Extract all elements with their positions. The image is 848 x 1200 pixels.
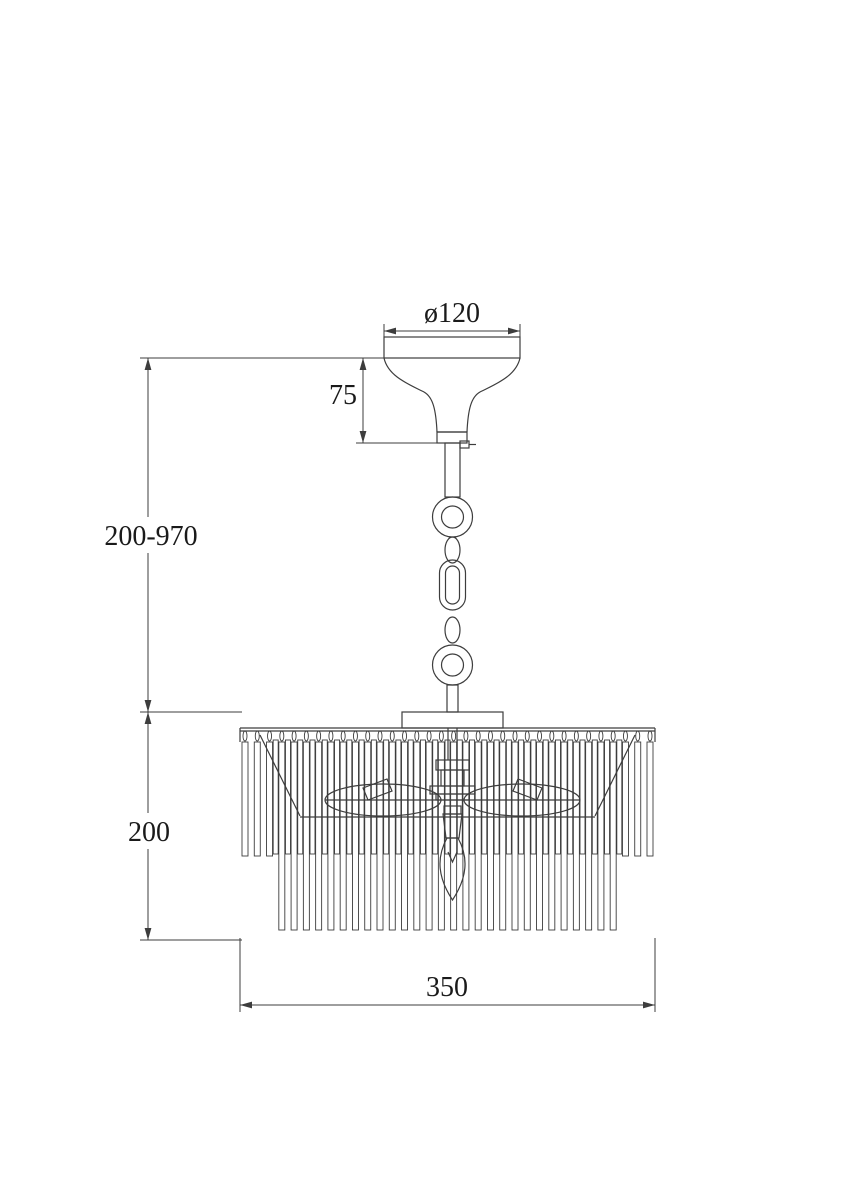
bulb-filament	[447, 851, 458, 864]
set-screw	[459, 440, 470, 449]
dimension-shade-diameter: 350	[239, 938, 656, 1012]
arrowhead	[144, 358, 152, 370]
chain-link	[438, 559, 467, 611]
socket-left	[362, 778, 393, 801]
arrowhead	[384, 327, 396, 335]
socket-right	[512, 778, 543, 801]
arrowhead	[359, 431, 367, 443]
dimension-label-shade-diameter: 350	[426, 972, 468, 1003]
suspension-chain	[431, 496, 474, 713]
dimension-canopy-height: 75	[329, 358, 444, 444]
arrowhead	[240, 1001, 252, 1009]
dimension-label-suspension-height: 200-970	[104, 521, 197, 552]
chain-link	[444, 616, 461, 644]
ceiling-canopy	[383, 336, 521, 444]
dimension-label-canopy-diameter: ø120	[424, 298, 480, 329]
top-plate	[401, 711, 504, 729]
arrowhead	[144, 700, 152, 712]
frame-arm-right	[594, 734, 636, 817]
shade-frame	[239, 711, 656, 818]
hook-ring-top	[431, 496, 474, 538]
hook-ring-bottom	[431, 644, 474, 686]
dimension-canopy-diameter: ø120	[383, 298, 521, 337]
frame-arm-left	[259, 734, 301, 817]
stem-tube	[444, 442, 461, 498]
stem-connector	[446, 684, 459, 713]
chain-link	[444, 536, 461, 564]
canopy-plate	[383, 336, 521, 359]
center-hub	[435, 759, 470, 771]
dimension-label-shade-height: 200	[128, 817, 170, 848]
arrowhead	[643, 1001, 655, 1009]
mounting-stem	[444, 440, 476, 498]
arrowhead	[508, 327, 520, 335]
inner-assembly	[324, 728, 581, 902]
arrowhead	[144, 928, 152, 940]
dimension-suspension-height: 200-970	[90, 357, 384, 713]
dimension-shade-height: 200	[119, 712, 242, 941]
arrowhead	[144, 712, 152, 724]
canopy-bell-right	[466, 357, 521, 433]
candle-bulb	[439, 837, 466, 902]
canopy-bell-left	[383, 357, 438, 433]
center-socket	[443, 805, 462, 815]
arrowhead	[359, 358, 367, 370]
crystal-rods	[241, 730, 654, 931]
dimension-label-canopy-height: 75	[329, 380, 357, 411]
